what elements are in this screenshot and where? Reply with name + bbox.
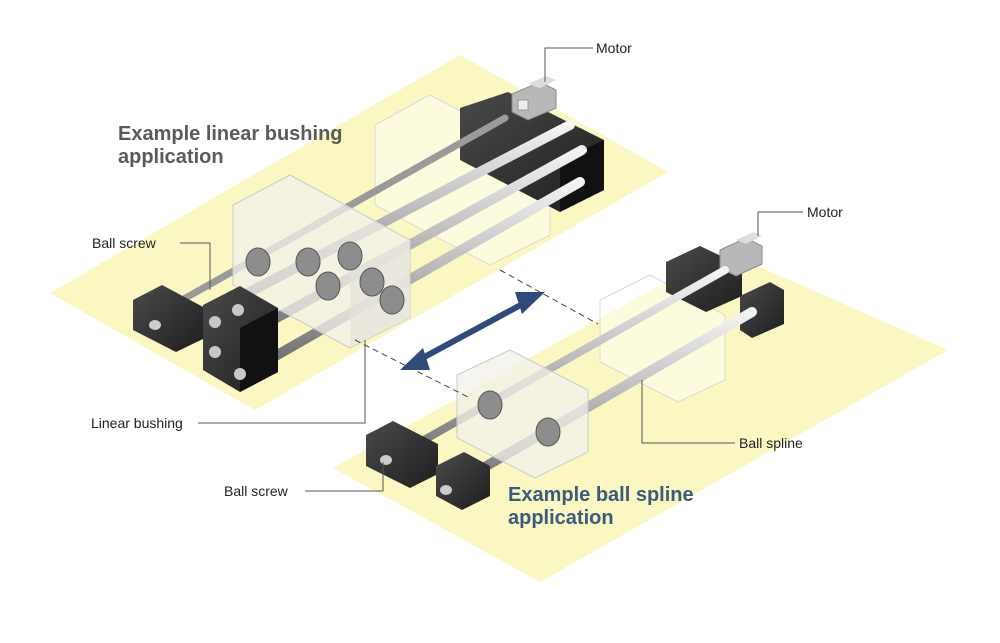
label-ball-spline: Ball spline xyxy=(739,435,803,451)
motor-icon xyxy=(719,232,763,277)
stroke-arrow xyxy=(400,292,545,370)
screw-end-bracket xyxy=(133,285,205,352)
guide-shaft-lower xyxy=(260,177,585,367)
title-ball-spline-application: Example ball spline application xyxy=(508,484,694,529)
label-motor-lower: Motor xyxy=(807,204,843,220)
label-linear-bushing: Linear bushing xyxy=(91,415,183,431)
label-ball-screw-upper: Ball screw xyxy=(92,235,156,251)
motor-icon xyxy=(511,76,557,121)
stroke-guide-2 xyxy=(499,269,599,325)
ball-spline-nut xyxy=(535,417,561,447)
ball-spline-assembly xyxy=(366,232,784,510)
table-ghost-2 xyxy=(599,274,726,403)
ball-screw-shaft-2 xyxy=(381,266,729,466)
label-motor-upper: Motor xyxy=(596,40,632,56)
linear-bushing-assembly xyxy=(133,76,604,392)
base-plate-spline xyxy=(333,250,948,582)
spline-end-bracket xyxy=(436,452,490,510)
ball-spline-shaft xyxy=(440,307,757,495)
leader-lines xyxy=(180,47,803,492)
linear-bushings xyxy=(245,241,405,315)
ball-screw-nut xyxy=(477,390,503,420)
title-linear-bushing-application: Example linear bushing application xyxy=(118,123,343,168)
table-block-2 xyxy=(456,349,589,479)
label-ball-screw-lower: Ball screw xyxy=(224,483,288,499)
screw-end-bracket-2 xyxy=(366,421,438,488)
far-spline-support xyxy=(740,282,784,338)
